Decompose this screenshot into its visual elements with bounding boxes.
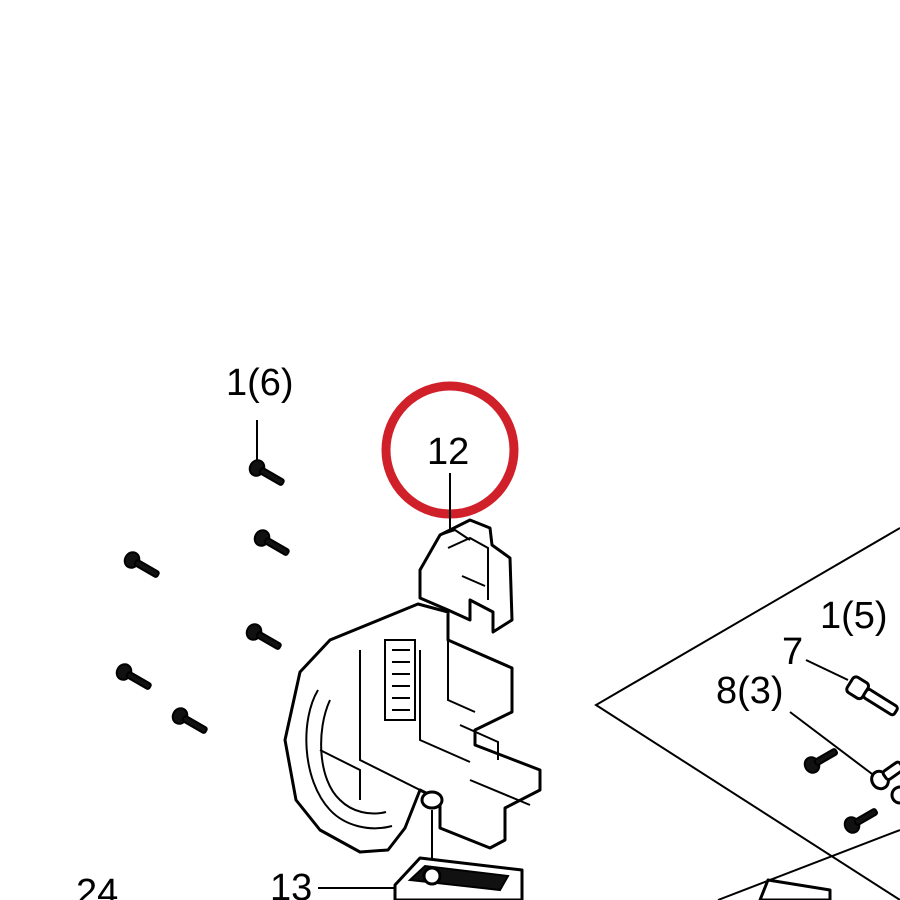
frame-lower-edge <box>717 829 900 900</box>
callout-13: 13 <box>270 867 312 900</box>
callout-7: 7 <box>782 631 803 673</box>
leader-line-7 <box>805 659 849 681</box>
nut <box>420 790 444 810</box>
callout-8-3: 8(3) <box>716 670 784 712</box>
washer-right <box>890 785 900 805</box>
screw <box>245 623 282 650</box>
screw <box>171 707 208 734</box>
screw <box>123 551 160 578</box>
screw <box>248 459 285 486</box>
screw <box>253 529 290 556</box>
block-part-13 <box>393 856 524 900</box>
housing-part-12 <box>283 518 542 854</box>
screw <box>115 663 152 690</box>
callout-24: 24 <box>76 872 118 900</box>
vent-slots <box>384 639 416 721</box>
exploded-frame-outline <box>594 527 900 900</box>
callout-1-6: 1(6) <box>226 362 294 404</box>
leader-line-8-3 <box>789 711 881 781</box>
cover-fragment-right <box>758 878 832 900</box>
screw-right-1 <box>803 748 839 774</box>
screw-right-2 <box>843 808 879 834</box>
callout-12: 12 <box>427 431 469 473</box>
screw-group-left <box>115 459 290 734</box>
pin-part-7 <box>845 675 899 717</box>
pin-part-8 <box>870 760 900 791</box>
callout-1-5: 1(5) <box>820 595 888 637</box>
